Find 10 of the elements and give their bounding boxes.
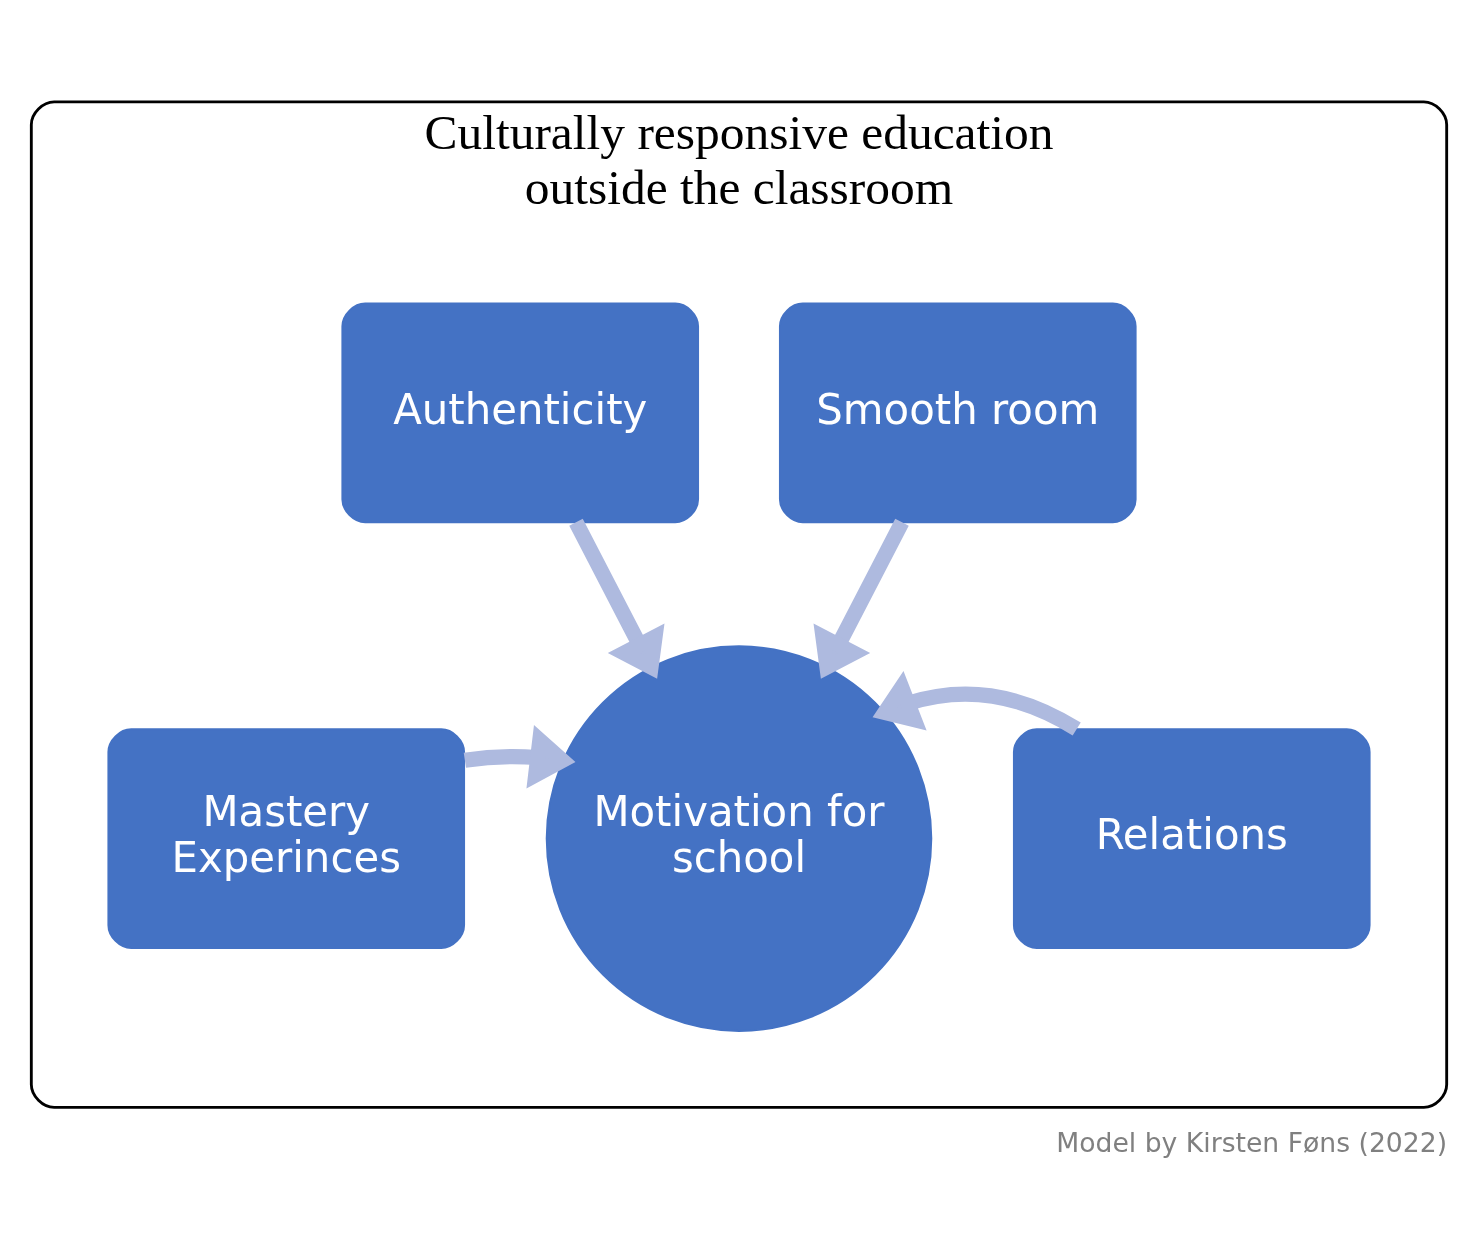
node-box: Mastery Experinces xyxy=(107,728,466,949)
arrow xyxy=(569,518,665,679)
arrow xyxy=(463,725,576,789)
node-circle: Motivation for school xyxy=(545,645,933,1032)
node-box: Authenticity xyxy=(341,302,700,524)
caption: Model by Kirsten Føns (2022) xyxy=(1056,1126,1448,1158)
arrow xyxy=(872,670,1081,736)
node-box: Relations xyxy=(1012,728,1371,949)
node-box: Smooth room xyxy=(778,302,1137,524)
arrow xyxy=(813,518,909,679)
